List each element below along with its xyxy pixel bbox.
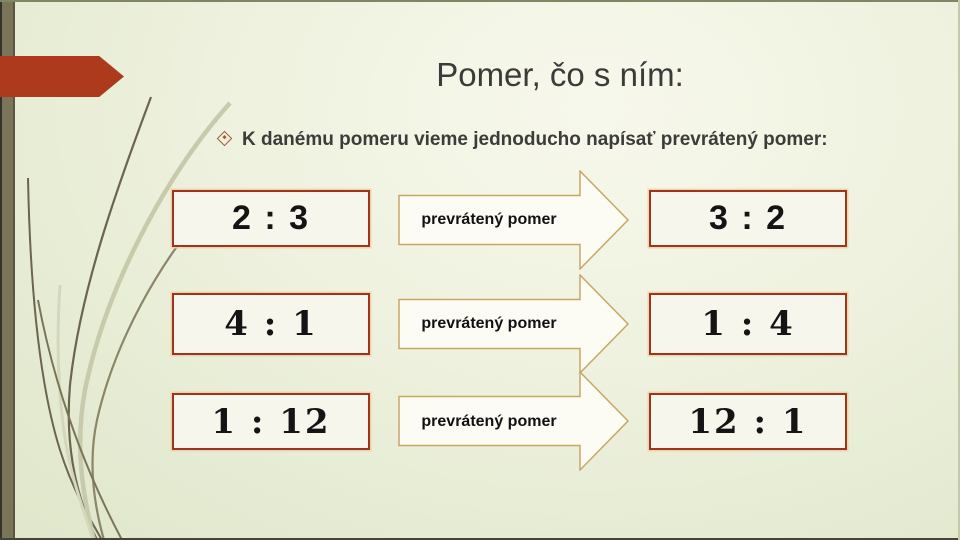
ratio-box-left-2: 4 : 1 [172, 293, 370, 355]
ratio-box-right-3: 12 : 1 [649, 393, 847, 450]
ratio-box-right-2: 1 : 4 [649, 293, 847, 355]
ratio-box-left-3: 1 : 12 [172, 393, 370, 450]
right-arrow-icon [398, 170, 630, 270]
ratio-value: 1 : 4 [701, 304, 795, 344]
ratio-value: 2 : 3 [231, 199, 311, 237]
ratio-value: 1 : 12 [211, 401, 331, 442]
arrow-label: prevrátený pomer [421, 314, 557, 332]
slide-bottom-edge [0, 538, 960, 540]
title-accent-arrow-icon [0, 56, 124, 97]
slide-top-edge [0, 0, 960, 2]
ratio-box-right-1: 3 : 2 [649, 190, 847, 247]
bullet-line: K danému pomeru vieme jednoducho napísať… [216, 129, 828, 150]
right-arrow-icon [398, 371, 630, 471]
right-arrow-icon [398, 274, 630, 374]
arrow-label: prevrátený pomer [421, 412, 557, 430]
sidebar-accent-bar [2, 0, 15, 540]
slide-left-edge [0, 0, 2, 540]
ratio-box-left-1: 2 : 3 [172, 190, 370, 247]
diamond-bullet-icon [216, 130, 233, 147]
ratio-value: 4 : 1 [224, 304, 318, 344]
page-title: Pomer, čo s ním: [436, 56, 684, 93]
bullet-text: K danému pomeru vieme jednoducho napísať… [242, 129, 828, 150]
arrow-label: prevrátený pomer [421, 210, 557, 228]
ratio-value: 12 : 1 [688, 401, 808, 442]
slide-right-edge [958, 0, 960, 540]
ratio-value: 3 : 2 [708, 199, 788, 237]
